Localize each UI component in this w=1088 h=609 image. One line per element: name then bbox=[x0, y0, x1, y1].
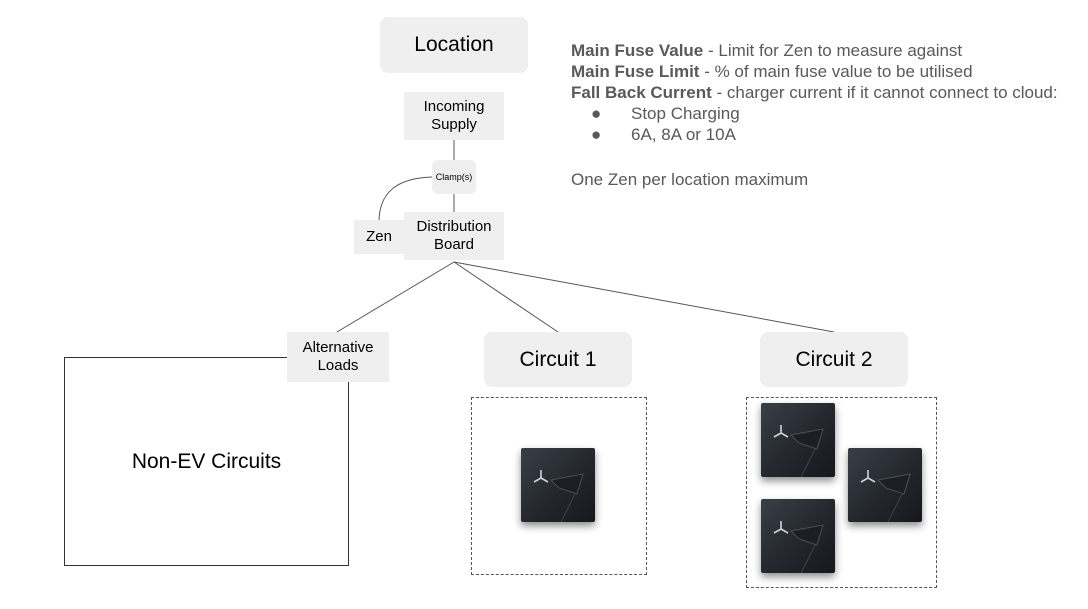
main-fuse-value-line: Main Fuse Value - Limit for Zen to measu… bbox=[571, 40, 1076, 61]
zen-node: Zen bbox=[354, 220, 404, 254]
fall-back-current-desc: - charger current if it cannot connect t… bbox=[711, 83, 1058, 102]
main-fuse-limit-term: Main Fuse Limit bbox=[571, 62, 700, 81]
board-to-alt-loads-line bbox=[336, 261, 455, 333]
ev-charger-icon bbox=[761, 403, 835, 477]
distribution-board-node: Distribution Board bbox=[404, 212, 504, 260]
fall-back-current-line: Fall Back Current - charger current if i… bbox=[571, 82, 1076, 103]
list-item: ● 6A, 8A or 10A bbox=[591, 124, 1076, 145]
main-fuse-value-term: Main Fuse Value bbox=[571, 41, 704, 60]
bullet-icon: ● bbox=[591, 104, 602, 123]
board-to-circuit2-line bbox=[453, 261, 835, 333]
location-node: Location bbox=[380, 17, 528, 73]
circuit-1-chargers-group bbox=[471, 397, 647, 575]
clamp-node: Clamp(s) bbox=[432, 160, 476, 194]
list-item: ● Stop Charging bbox=[591, 103, 1076, 124]
ev-charger-icon bbox=[521, 448, 595, 522]
alternative-loads-node: Alternative Loads bbox=[287, 332, 389, 382]
option-current-values: 6A, 8A or 10A bbox=[631, 125, 736, 144]
option-stop-charging: Stop Charging bbox=[631, 104, 740, 123]
main-fuse-value-desc: - Limit for Zen to measure against bbox=[703, 41, 963, 60]
circuit-1-node: Circuit 1 bbox=[484, 332, 632, 387]
non-ev-circuits-label: Non-EV Circuits bbox=[131, 450, 282, 473]
ev-charger-icon bbox=[848, 448, 922, 522]
info-panel: Main Fuse Value - Limit for Zen to measu… bbox=[571, 40, 1076, 190]
location-note: One Zen per location maximum bbox=[571, 170, 809, 189]
board-to-circuit1-line bbox=[453, 261, 559, 333]
main-fuse-limit-desc: - % of main fuse value to be utilised bbox=[699, 62, 973, 81]
fall-back-options-list: ● Stop Charging ● 6A, 8A or 10A bbox=[571, 103, 1076, 145]
circuit-2-node: Circuit 2 bbox=[760, 332, 908, 387]
zen-to-clamp-line bbox=[378, 176, 433, 221]
non-ev-circuits-box bbox=[64, 357, 349, 566]
fall-back-current-term: Fall Back Current bbox=[571, 83, 712, 102]
ev-charger-icon bbox=[761, 499, 835, 573]
incoming-supply-node: Incoming Supply bbox=[404, 92, 504, 140]
bullet-icon: ● bbox=[591, 125, 602, 144]
circuit-2-chargers-group bbox=[746, 397, 937, 588]
main-fuse-limit-line: Main Fuse Limit - % of main fuse value t… bbox=[571, 61, 1076, 82]
